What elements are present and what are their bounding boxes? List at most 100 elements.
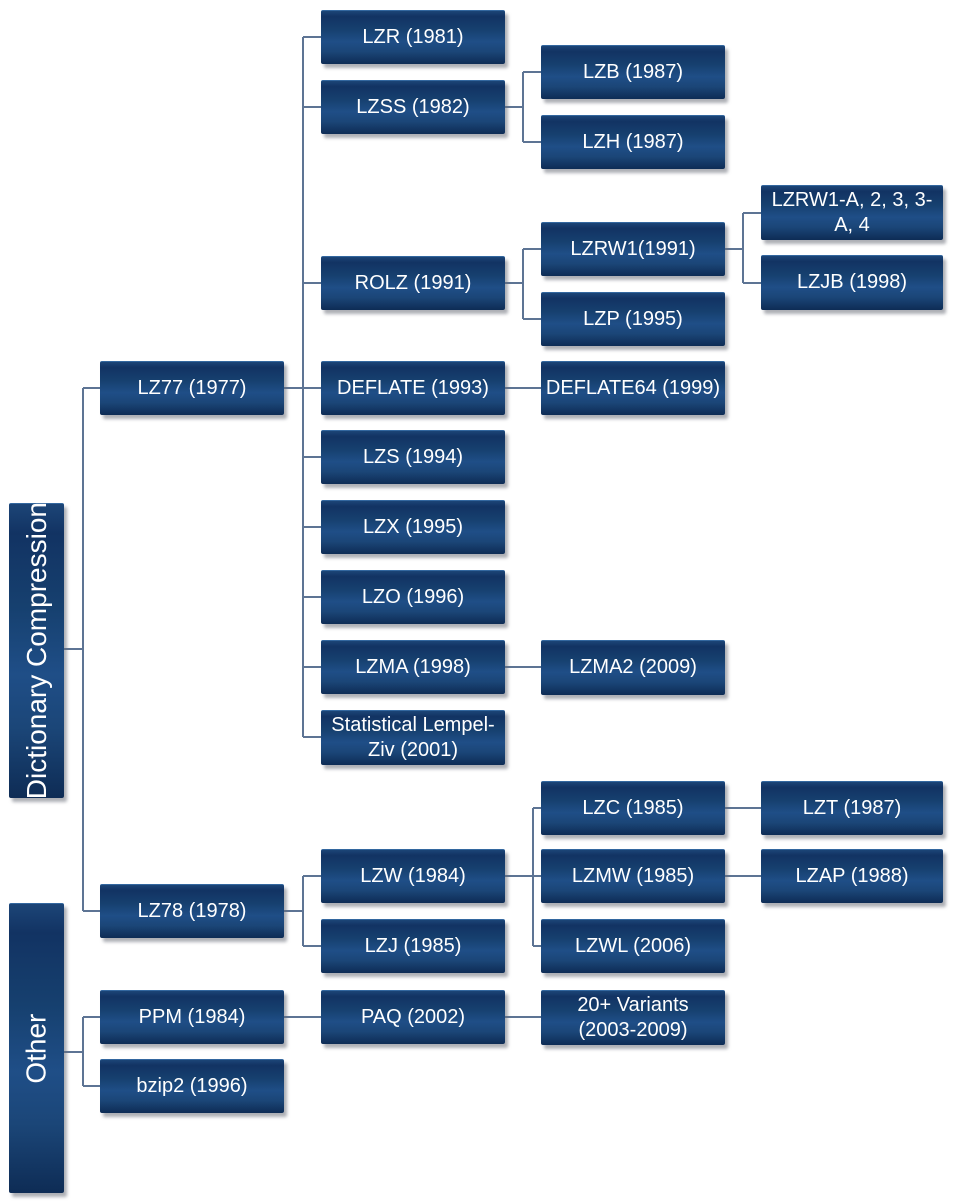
node-lzr: LZR (1981) [321, 10, 505, 64]
node-label: LZX (1995) [362, 515, 464, 538]
node-variants: 20+ Variants (2003-2009) [541, 990, 725, 1045]
connector-line [83, 387, 100, 389]
node-deflate: DEFLATE (1993) [321, 361, 505, 415]
node-label: Statistical Lempel- [331, 713, 495, 736]
node-label: LZJ (1985) [364, 934, 462, 957]
node-lzc: LZC (1985) [541, 781, 725, 835]
node-label: LZMA (1998) [355, 655, 471, 678]
node-label: (2003-2009) [578, 1019, 688, 1041]
node-label: LZ77 (1977) [137, 376, 247, 399]
node-label: bzip2 (1996) [136, 1074, 248, 1097]
node-lz78: LZ78 (1978) [100, 884, 284, 938]
connector-line [83, 910, 100, 912]
node-label: LZRW1-A, 2, 3, 3- [771, 188, 933, 211]
node-label: LZ78 (1978) [137, 899, 247, 922]
connector-line [284, 1016, 321, 1018]
node-label: LZAP (1988) [795, 864, 909, 887]
connector-line [303, 282, 321, 284]
connector-line [303, 36, 321, 38]
node-lzt: LZT (1987) [761, 781, 943, 835]
connector-line [523, 141, 541, 143]
node-label: LZMW (1985) [571, 864, 695, 887]
node-label: Ziv (2001) [367, 739, 459, 761]
node-label: LZRW1(1991) [570, 237, 696, 260]
node-lzss: LZSS (1982) [321, 80, 505, 134]
node-label: LZS (1994) [362, 445, 464, 468]
node-label: LZWL (2006) [575, 934, 691, 957]
connector-line [505, 875, 541, 877]
connector-line [64, 1051, 83, 1053]
node-bzip2: bzip2 (1996) [100, 1059, 284, 1113]
connector-line [533, 807, 541, 809]
connector-line [725, 875, 761, 877]
node-lzx: LZX (1995) [321, 500, 505, 554]
node-label: DEFLATE64 (1999) [545, 376, 721, 399]
connector-line [522, 249, 524, 319]
node-label: 20+ Variants [577, 993, 689, 1016]
node-lzma2: LZMA2 (2009) [541, 640, 725, 695]
connector-line [303, 106, 321, 108]
connector-line [505, 106, 523, 108]
node-lzp: LZP (1995) [541, 292, 725, 346]
connector-line [725, 248, 743, 250]
connector-line [505, 387, 541, 389]
connector-line [532, 808, 534, 946]
connector-line [533, 945, 541, 947]
connector-line [523, 248, 541, 250]
group-label-other: Other [9, 903, 64, 1193]
connector-line [725, 807, 761, 809]
node-lzap: LZAP (1988) [761, 849, 943, 903]
connector-line [302, 37, 304, 737]
connector-line [505, 666, 541, 668]
node-lzmw: LZMW (1985) [541, 849, 725, 903]
connector-line [82, 388, 84, 911]
connector-line [303, 666, 321, 668]
connector-line [83, 1085, 100, 1087]
node-lzj: LZJ (1985) [321, 919, 505, 973]
connector-line [64, 648, 83, 650]
connector-line [742, 213, 744, 283]
connector-line [743, 282, 761, 284]
node-label: PAQ (2002) [360, 1005, 466, 1028]
node-label: LZP (1995) [583, 307, 683, 330]
connector-line [83, 1016, 100, 1018]
connector-line [303, 526, 321, 528]
connector-line [303, 456, 321, 458]
node-label: LZR (1981) [362, 25, 464, 48]
group-label-dict-compression: Dictionary Compression [9, 502, 64, 800]
node-label: Other [20, 1013, 52, 1084]
node-lzrw1a: LZRW1-A, 2, 3, 3- A, 4 [761, 185, 943, 240]
connector-line [505, 1016, 541, 1018]
node-label: Dictionary Compression [20, 502, 52, 800]
node-label: LZC (1985) [582, 796, 684, 819]
node-lzh: LZH (1987) [541, 115, 725, 169]
node-lzo: LZO (1996) [321, 570, 505, 624]
node-label: LZSS (1982) [356, 95, 470, 118]
connector-line [303, 875, 321, 877]
node-label: LZO (1996) [361, 585, 465, 608]
connector-line [303, 736, 321, 738]
node-label: LZT (1987) [802, 796, 902, 819]
node-lzma: LZMA (1998) [321, 640, 505, 694]
node-label: LZW (1984) [360, 864, 466, 887]
connector-line [302, 876, 304, 946]
node-label: DEFLATE (1993) [337, 376, 489, 399]
node-label: ROLZ (1991) [354, 271, 472, 294]
node-statlz: Statistical Lempel- Ziv (2001) [321, 710, 505, 765]
node-lzwl: LZWL (2006) [541, 919, 725, 973]
connector-line [523, 71, 541, 73]
connector-line [522, 72, 524, 142]
node-label: A, 4 [834, 214, 870, 236]
node-lz77: LZ77 (1977) [100, 361, 284, 415]
connector-line [303, 945, 321, 947]
connector-line [284, 910, 303, 912]
node-paq: PAQ (2002) [321, 990, 505, 1044]
connector-line [82, 1017, 84, 1086]
node-label: LZMA2 (2009) [569, 656, 697, 679]
node-label: PPM (1984) [138, 1005, 246, 1028]
node-lzrw1: LZRW1(1991) [541, 222, 725, 276]
node-lzw: LZW (1984) [321, 849, 505, 903]
connector-line [743, 212, 761, 214]
node-lzs: LZS (1994) [321, 430, 505, 484]
